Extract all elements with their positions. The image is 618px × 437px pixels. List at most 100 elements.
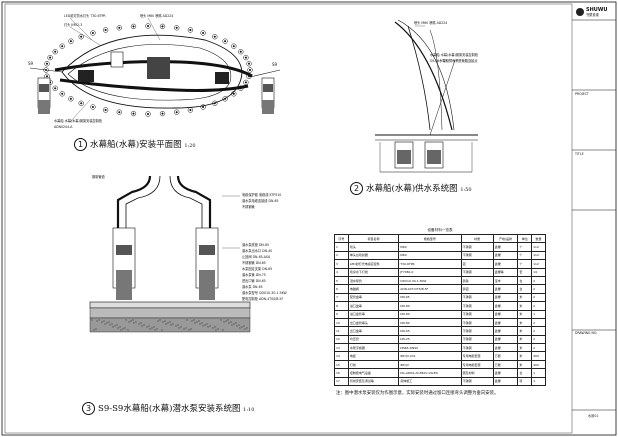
table-cell: 112 <box>531 259 546 269</box>
nozzle-center-icon <box>69 97 72 100</box>
plan-drawing <box>29 17 281 123</box>
nozzle-icon <box>238 49 244 55</box>
gravel-dot <box>175 325 177 327</box>
gravel-dot <box>190 328 192 330</box>
table-cell: 铸铝 <box>460 284 494 294</box>
gravel-dot <box>180 326 182 328</box>
supply-number: 2 <box>350 182 363 195</box>
nozzle-center-icon <box>202 31 205 35</box>
nozzle-center-icon <box>80 35 83 38</box>
company-name: SHUWU <box>586 7 608 13</box>
gravel-dot <box>235 322 237 324</box>
table-cell: 米 <box>517 317 533 328</box>
table-cell: 1 <box>531 368 546 378</box>
nozzle-icon <box>159 23 166 30</box>
table-cell: QDX10-30-1.5KW <box>398 275 462 286</box>
gravel-dot <box>96 320 98 322</box>
table-cell: 鑫耀 <box>492 284 519 294</box>
gravel-dot <box>227 319 229 321</box>
supply-drawing <box>375 19 478 173</box>
gravel-dot <box>244 328 246 330</box>
table-cell: 鑫耀 <box>492 376 519 387</box>
table-header-row: 序号项目名称规格型号材质产地/品牌单位数量 <box>334 233 546 244</box>
table-cell: 进口盘串 <box>347 301 400 311</box>
table-header-cell: 材质 <box>460 233 494 244</box>
nozzle-center-icon <box>132 112 135 115</box>
gravel-dot <box>193 319 195 321</box>
table-cell: 鑫耀 <box>492 368 519 378</box>
gravel-dot <box>141 325 143 327</box>
title-block-lines <box>572 19 616 411</box>
gravel-dot <box>122 328 124 330</box>
pump-scale: 1:10 <box>243 407 255 413</box>
gravel-dot <box>103 320 105 322</box>
gravel-dot <box>185 327 187 329</box>
table-header-cell: 序号 <box>334 233 349 244</box>
table-cell: 11 <box>334 326 349 336</box>
nozzle-icon <box>212 100 218 106</box>
table-cell: 台 <box>517 284 533 294</box>
gravel-dot <box>93 329 95 331</box>
nozzle-icon <box>78 34 84 40</box>
nozzle-icon <box>200 30 206 36</box>
table-cell: 2 <box>334 250 349 261</box>
nozzle-center-icon <box>232 92 235 95</box>
table-cell: 10 <box>334 317 349 328</box>
nozzle-icon <box>200 104 206 110</box>
table-cell: LED射灯光电感应控件 <box>347 259 400 269</box>
nozzle-center-icon <box>54 87 57 90</box>
nozzle-center-icon <box>239 50 242 53</box>
plan-caption-text: 水幕船(水幕)安装平面图 <box>90 140 182 150</box>
gravel-dot <box>191 320 193 322</box>
pump-callout-label: 止回阀 DN-65-ASA <box>242 255 271 259</box>
nozzle-center-icon <box>244 81 247 84</box>
gravel-dot <box>167 322 169 324</box>
gravel-dot <box>215 329 217 331</box>
gravel-dot <box>236 325 238 327</box>
table-header-cell: 产地/品牌 <box>492 233 519 244</box>
table-cell: DN-80 <box>398 309 462 319</box>
gravel-dot <box>172 323 174 325</box>
nozzle-center-icon <box>175 111 178 114</box>
nozzle-center-icon <box>61 92 64 95</box>
nozzle-center-icon <box>239 87 242 90</box>
table-cell: M60 <box>398 242 462 252</box>
gravel-dot <box>243 325 245 327</box>
nozzle-center-icon <box>61 45 64 48</box>
table-cell: 2 <box>531 301 546 311</box>
gravel-dot <box>135 321 137 323</box>
table-cell: 米 <box>517 309 533 319</box>
pump-callout-label: 潜水泵底座 DN-65 <box>242 243 269 247</box>
table-header-cell: 规格型号 <box>398 233 462 244</box>
plan-label-right: S9 <box>272 62 278 67</box>
table-cell: 不锈钢 <box>460 309 494 319</box>
table-cell: 米 <box>517 301 533 311</box>
gravel-dot <box>151 327 153 329</box>
gravel-dot <box>153 326 155 328</box>
gravel-dot <box>202 325 204 327</box>
table-cell: 鑫耀 <box>492 301 519 311</box>
nozzle-icon <box>78 100 84 106</box>
table-cell: 台 <box>517 368 533 378</box>
nozzle-icon <box>231 91 237 97</box>
table-cell: 400 <box>531 351 546 361</box>
nozzle-center-icon <box>54 50 57 53</box>
nozzle-center-icon <box>224 97 227 100</box>
gravel-dot <box>194 322 196 324</box>
table-cell: 专用电缆套装 <box>460 351 494 361</box>
plan-label-bottom-note: ADN0204-A <box>54 125 73 129</box>
gravel-dot <box>209 325 211 327</box>
gravel-dot <box>117 327 119 329</box>
gravel-dot <box>231 324 233 326</box>
nozzle-icon <box>145 111 151 117</box>
nozzle-icon <box>102 107 109 113</box>
nozzle-icon <box>187 27 194 33</box>
table-cell: 7 <box>334 292 349 303</box>
title-block-title: TITLE <box>575 152 584 156</box>
